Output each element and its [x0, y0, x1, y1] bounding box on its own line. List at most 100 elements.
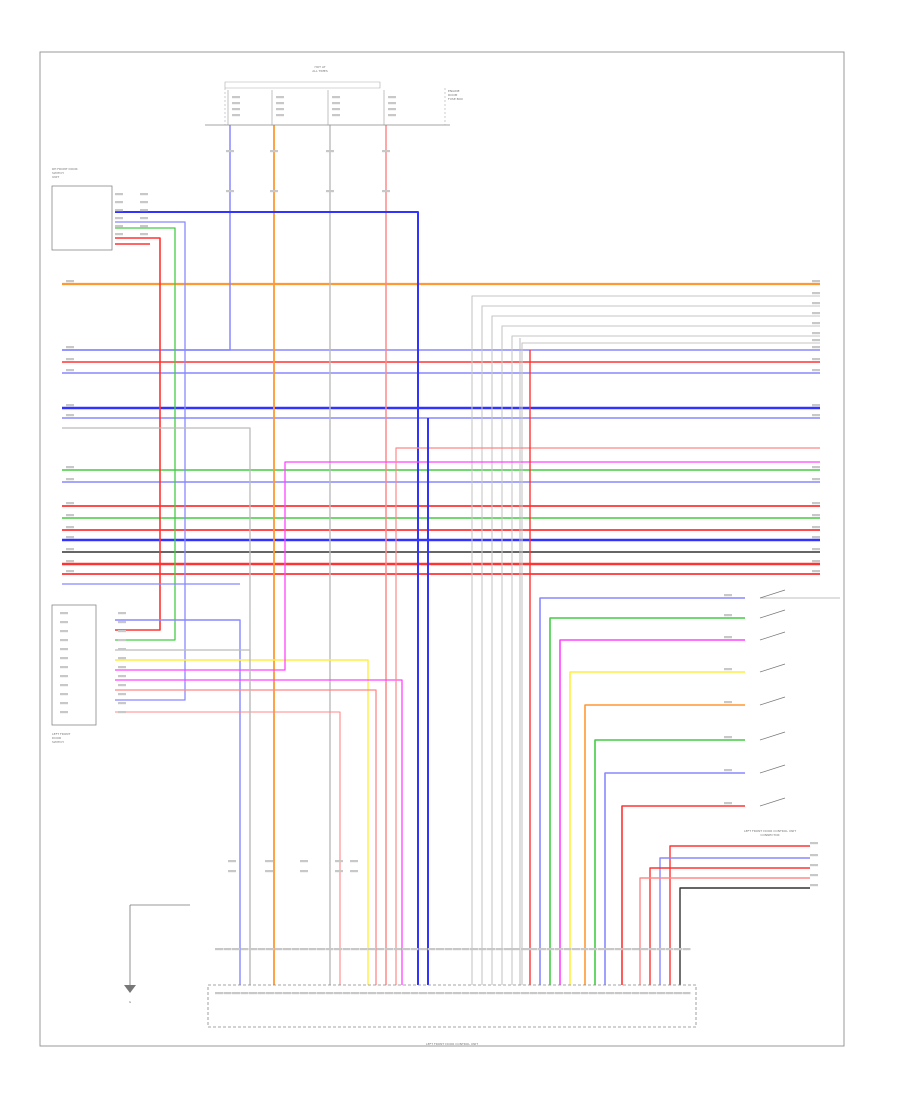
wire-code — [810, 884, 818, 887]
switch-contact — [759, 609, 786, 619]
wire-code — [66, 346, 74, 349]
pin-code — [495, 992, 504, 995]
fuse-box-side-label: ROOM — [448, 93, 458, 97]
pin-code — [572, 948, 580, 951]
pin-code — [308, 948, 317, 951]
bottom-right-module-label: CONNECTOR — [760, 833, 779, 837]
diagram-frame — [39, 51, 845, 1047]
pin-code — [351, 948, 359, 951]
wire-code — [140, 225, 148, 228]
fuse-label-line — [332, 102, 340, 105]
switch-contact — [759, 663, 786, 673]
pin-code — [249, 948, 257, 951]
fuse-label-line — [232, 102, 240, 105]
wire-code — [118, 630, 126, 633]
pin-code — [682, 948, 691, 951]
module-top-left-label: SWITCH — [52, 171, 64, 175]
pin-code — [436, 992, 444, 995]
wire-code — [812, 339, 820, 342]
module-wire — [115, 711, 341, 985]
connector-label — [335, 870, 343, 873]
pin-code — [342, 948, 351, 951]
connector-wire — [639, 877, 810, 985]
wire-code — [810, 864, 818, 867]
bus-wire-gray — [471, 295, 820, 985]
wire-code — [812, 404, 820, 407]
wire-code — [812, 312, 820, 315]
pin-code — [60, 621, 68, 624]
module-wire — [115, 227, 176, 641]
wire-code — [66, 404, 74, 407]
module-wire — [115, 211, 419, 985]
module-wire — [115, 619, 241, 985]
switch-wire — [621, 805, 745, 985]
fuse-label-line — [332, 114, 340, 117]
fuse-label-line — [232, 108, 240, 111]
wire-code — [66, 414, 74, 417]
pin-code — [376, 948, 385, 951]
wire-code — [118, 612, 126, 615]
wire-code — [66, 514, 74, 517]
pin-code — [60, 630, 68, 633]
fuse-label-line — [332, 108, 340, 111]
pin-code — [393, 992, 402, 995]
wire-code — [812, 548, 820, 551]
connector-label — [300, 860, 308, 863]
fuse-label-line — [388, 102, 396, 105]
wire-code — [66, 358, 74, 361]
pin-code — [410, 948, 419, 951]
wire-code — [140, 217, 148, 220]
pin-code — [385, 948, 393, 951]
pin-code — [640, 948, 648, 951]
fuse-label-line — [388, 114, 396, 117]
pin-code — [223, 948, 232, 951]
pin-code — [291, 992, 300, 995]
pin-code — [461, 948, 470, 951]
pin-code — [334, 948, 342, 951]
switch-wire — [559, 639, 745, 985]
pin-code — [60, 639, 68, 642]
pin-code — [597, 992, 606, 995]
pin-code — [232, 948, 240, 951]
wire-code — [118, 639, 126, 642]
pin-code — [674, 948, 682, 951]
fuse-label-line — [276, 96, 284, 99]
pin-code — [115, 193, 123, 196]
wire-code — [812, 346, 820, 349]
pin-code — [614, 992, 623, 995]
pin-code — [115, 209, 123, 212]
wire-code — [724, 614, 732, 617]
pin-code — [427, 992, 436, 995]
wire-code — [118, 711, 126, 714]
left-front-door-control-unit — [207, 984, 697, 1028]
wire-code — [270, 150, 278, 153]
pin-code — [249, 992, 257, 995]
wire-code — [810, 854, 818, 857]
pin-code — [674, 992, 682, 995]
wire-code — [812, 369, 820, 372]
pin-code — [657, 992, 665, 995]
bus-wire-gray — [511, 335, 820, 985]
pin-code — [580, 948, 589, 951]
pin-code — [393, 948, 402, 951]
pin-code — [60, 648, 68, 651]
switch-wire — [594, 739, 745, 985]
pin-code — [257, 992, 266, 995]
pin-code — [240, 992, 249, 995]
pin-code — [512, 948, 521, 951]
pin-code — [614, 948, 623, 951]
wire-code — [812, 502, 820, 505]
wire-code — [812, 280, 820, 283]
connector-label — [265, 860, 273, 863]
wire-code — [226, 150, 234, 153]
pin-code — [504, 948, 512, 951]
pin-code — [470, 948, 478, 951]
pin-code — [563, 992, 572, 995]
switch-wire — [549, 617, 745, 985]
wire-code — [66, 548, 74, 551]
pin-code — [60, 657, 68, 660]
wire-code — [118, 675, 126, 678]
pin-code — [60, 702, 68, 705]
